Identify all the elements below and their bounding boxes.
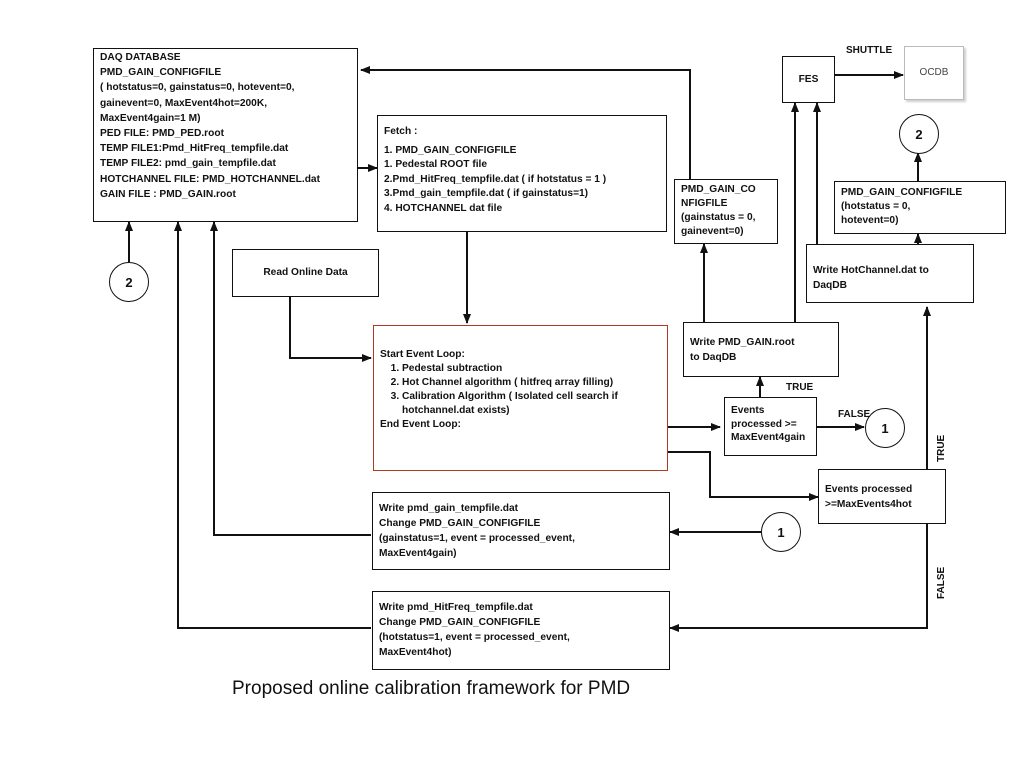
events-gain-line: MaxEvent4gain — [731, 432, 806, 443]
fetch-line: 1. Pedestal ROOT file — [384, 159, 488, 170]
write-hotchannel-line: Write HotChannel.dat to — [813, 265, 929, 276]
read-online-data-box: Read Online Data — [232, 249, 379, 297]
daq-line: gainevent=0, MaxEvent4hot=200K, — [100, 97, 268, 109]
daq-line: TEMP FILE1:Pmd_HitFreq_tempfile.dat — [100, 143, 289, 155]
write-hitfreq-temp-line: (hotstatus=1, event = processed_event, — [379, 632, 570, 643]
gain-config-mid-line: PMD_GAIN_CO — [681, 184, 756, 195]
daq-line: PMD_GAIN_CONFIGFILE — [100, 67, 222, 79]
gain-config-right-line: PMD_GAIN_CONFIGFILE — [841, 187, 963, 198]
write-gain-root-box: Write PMD_GAIN.root to DaqDB — [683, 322, 839, 377]
false-hot-label: FALSE — [936, 566, 947, 599]
write-gain-temp-line: (gainstatus=1, event = processed_event, — [379, 533, 575, 544]
daq-line: HOTCHANNEL FILE: PMD_HOTCHANNEL.dat — [100, 173, 320, 185]
arrow-midconfig-to-daq — [360, 66, 691, 180]
events-hot-line: >=MaxEvents4hot — [825, 499, 912, 510]
event-loop-box: Start Event Loop: Pedestal subtraction H… — [373, 325, 668, 471]
events-gain-line: Events — [731, 405, 765, 416]
write-gain-temp-line: Change PMD_GAIN_CONFIGFILE — [379, 518, 541, 529]
events-gain-line: processed >= — [731, 418, 797, 430]
ocdb-label: OCDB — [919, 67, 949, 79]
connector-circle-2-left: 2 — [109, 262, 149, 302]
write-gain-root-line: Write PMD_GAIN.root — [690, 337, 795, 348]
write-hitfreq-temp-line: MaxEvent4hot) — [379, 647, 452, 658]
events-hot-decision-box: Events processed >=MaxEvents4hot — [818, 469, 946, 524]
event-loop-steps: Pedestal subtraction Hot Channel algorit… — [380, 362, 661, 418]
daq-line: PED FILE: PMD_PED.root — [100, 128, 224, 140]
events-gain-decision-box: Events processed >= MaxEvent4gain — [724, 397, 817, 456]
arrow-read-to-loop — [289, 297, 372, 362]
true-gain-label: TRUE — [786, 382, 814, 393]
ocdb-box: OCDB — [904, 46, 964, 100]
fetch-line: 2.Pmd_HitFreq_tempfile.dat ( if hotstatu… — [384, 173, 607, 185]
daq-line: DAQ DATABASE — [100, 52, 181, 63]
daq-line: GAIN FILE : PMD_GAIN.root — [100, 188, 236, 200]
arrow-loop-to-eventshot — [668, 451, 819, 501]
true-hot-label: TRUE — [936, 434, 947, 462]
read-online-label: Read Online Data — [263, 267, 348, 279]
event-loop-step: Pedestal subtraction — [402, 362, 661, 376]
daq-line: ( hotstatus=0, gainstatus=0, hotevent=0, — [100, 82, 295, 94]
gain-config-mid-line: gainevent=0) — [681, 226, 744, 237]
fetch-box: Fetch : 1. PMD_GAIN_CONFIGFILE 1. Pedest… — [377, 115, 667, 232]
fetch-line: 1. PMD_GAIN_CONFIGFILE — [384, 144, 517, 156]
daq-line: TEMP FILE2: pmd_gain_tempfile.dat — [100, 158, 276, 170]
gain-config-right-line: hotevent=0) — [841, 215, 899, 226]
gain-config-mid-box: PMD_GAIN_CO NFIGFILE (gainstatus = 0, ga… — [674, 179, 778, 244]
event-loop-step: Calibration Algorithm ( Isolated cell se… — [402, 390, 661, 418]
gain-config-mid-line: (gainstatus = 0, — [681, 212, 756, 223]
write-hitfreq-temp-box: Write pmd_HitFreq_tempfile.dat Change PM… — [372, 591, 670, 670]
write-gain-root-line: to DaqDB — [690, 352, 737, 363]
fetch-line: 4. HOTCHANNEL dat file — [384, 202, 503, 214]
write-gain-temp-box: Write pmd_gain_tempfile.dat Change PMD_G… — [372, 492, 670, 570]
write-hitfreq-temp-line: Write pmd_HitFreq_tempfile.dat — [379, 602, 533, 613]
fes-box: FES — [782, 56, 835, 103]
write-hotchannel-box: Write HotChannel.dat to DaqDB — [806, 244, 974, 303]
gain-config-right-line: (hotstatus = 0, — [841, 201, 911, 212]
event-loop-step: Hot Channel algorithm ( hitfreq array fi… — [402, 376, 661, 390]
write-gain-temp-line: MaxEvent4gain) — [379, 548, 457, 559]
gain-config-right-box: PMD_GAIN_CONFIGFILE (hotstatus = 0, hote… — [834, 181, 1006, 234]
arrow-eventshot-to-writehitfreq — [669, 524, 928, 632]
fetch-line: Fetch : — [384, 126, 418, 137]
write-gain-temp-line: Write pmd_gain_tempfile.dat — [379, 503, 519, 514]
write-hitfreq-temp-line: Change PMD_GAIN_CONFIGFILE — [379, 617, 541, 628]
fetch-line: 3.Pmd_gain_tempfile.dat ( if gainstatus=… — [384, 188, 589, 199]
arrow-writegaintemp-to-daq — [210, 221, 371, 536]
shuttle-label: SHUTTLE — [846, 45, 893, 56]
event-loop-end: End Event Loop: — [380, 419, 461, 430]
write-hotchannel-line: DaqDB — [813, 280, 847, 291]
arrow-writehitfreq-to-daq — [174, 221, 371, 629]
connector-circle-1-bottom: 1 — [761, 512, 801, 552]
figure-caption: Proposed online calibration framework fo… — [232, 678, 631, 699]
gain-config-mid-line: NFIGFILE — [681, 198, 728, 209]
daq-line: MaxEvent4gain=1 M) — [100, 112, 201, 124]
event-loop-start: Start Event Loop: — [380, 349, 465, 360]
daq-database-box: DAQ DATABASE PMD_GAIN_CONFIGFILE ( hotst… — [93, 48, 358, 222]
connector-circle-2-top-right: 2 — [899, 114, 939, 154]
connector-circle-1-false: 1 — [865, 408, 905, 448]
false-gain-label: FALSE — [838, 409, 871, 420]
fes-label: FES — [798, 73, 819, 85]
events-hot-line: Events processed — [825, 484, 913, 495]
